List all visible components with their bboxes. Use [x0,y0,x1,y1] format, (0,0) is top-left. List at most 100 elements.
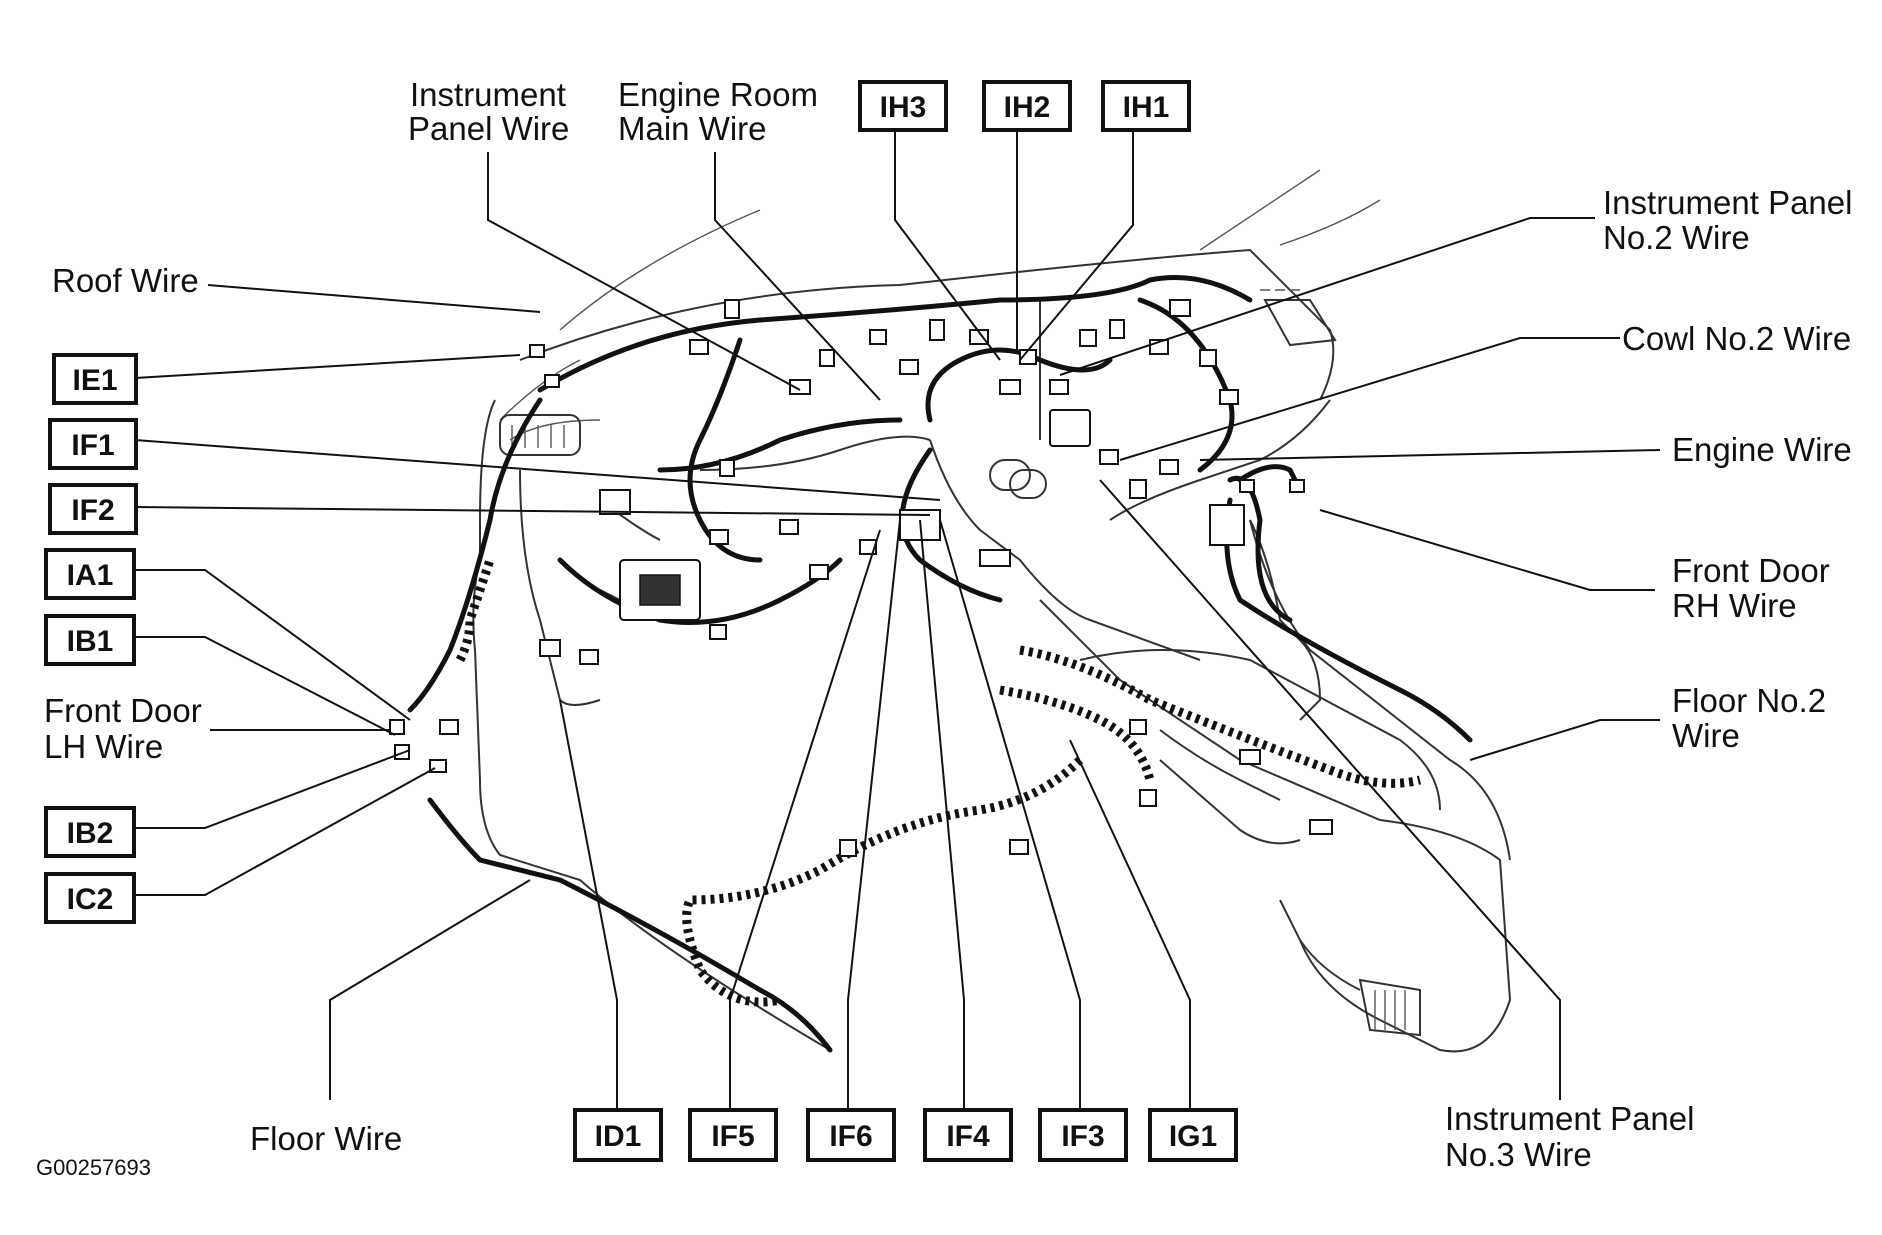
svg-text:ID1: ID1 [595,1120,642,1153]
harness-left-down [407,397,543,713]
connector [1129,719,1147,735]
svg-text:IF5: IF5 [711,1120,754,1153]
centre-knob-right [1009,469,1047,499]
connector-cluster [1209,504,1245,546]
connector [1079,329,1097,347]
code-ib1: IB1 [44,614,136,666]
leader-roof-wire [207,284,541,313]
figure-id: G00257693 [36,1155,151,1180]
svg-text:IF1: IF1 [71,429,114,462]
code-if2: IF2 [48,483,138,535]
leader-ic2 [135,767,436,896]
connector [869,329,887,345]
front-door-rh-harness [1224,497,1473,743]
connector [839,839,857,857]
engine-wire-label: Engine Wire [1672,431,1852,468]
connector [719,459,735,477]
connector [929,319,945,341]
code-ib2: IB2 [44,806,136,858]
connector [1309,819,1333,835]
roof-wire-label: Roof Wire [52,262,199,299]
centre-knob-left [989,459,1031,491]
leader-if5 [729,529,881,1110]
svg-text:IB2: IB2 [67,817,114,850]
harness-right-loop [1137,297,1235,473]
code-ic2: IC2 [44,872,136,924]
instrument-panel-wire-label: Instrument Panel Wire [408,76,575,147]
floor-no2-wire-label: Floor No.2 Wire [1672,682,1835,754]
code-if6: IF6 [806,1108,896,1162]
connector [1159,459,1179,475]
connector [529,344,545,358]
harness-centre-loop [925,347,1113,423]
front-door-rh-stub [1237,464,1303,493]
harness-lower-loop [557,557,843,625]
leader-cowl-no2-wire [1119,337,1620,461]
svg-text:IG1: IG1 [1169,1120,1217,1153]
connector [1219,389,1239,405]
code-ih2: IH2 [982,80,1072,132]
svg-text:IF3: IF3 [1061,1120,1104,1153]
leader-floor-no2-wire [1469,719,1660,761]
leader-lines [134,130,1661,1110]
harness-center-drop [687,337,763,563]
code-if1: IF1 [48,418,138,470]
connector [439,719,459,735]
leader-ib2 [135,749,411,829]
code-id1: ID1 [573,1108,663,1162]
leader-ie1 [134,354,521,379]
connector [579,649,599,665]
leader-id1 [559,699,618,1110]
svg-text:IH1: IH1 [1123,91,1170,124]
leader-ih1 [1019,130,1134,361]
floor-no2-tube [1019,645,1422,788]
front-door-rh-wire-label: Front Door RH Wire [1672,552,1839,624]
harness-dash-lower [657,417,903,473]
connector [1289,479,1305,493]
code-ia1: IA1 [44,548,136,600]
leader-if2 [134,506,931,516]
connector [724,299,740,319]
cowl-no2-wire-label: Cowl No.2 Wire [1622,320,1851,357]
floor-wire-harness [427,797,833,1053]
connector [709,529,729,545]
connector [999,379,1021,395]
harness-centre-lower [899,447,1003,603]
connector [1009,839,1029,855]
leader-floor-wire [329,879,531,1100]
main-harness-upper [537,275,1253,393]
console-tube [999,685,1155,782]
engine-room-main-wire-label: Engine Room Main Wire [618,76,827,147]
connector [1169,299,1191,317]
wire-labels: Instrument Panel Wire Engine Room Main W… [36,76,1852,1180]
leader-instrument-panel-wire [487,152,801,391]
left-door-tube [455,558,495,663]
fuse-grid [639,574,681,606]
leader-instrument-panel-no2-wire [1059,217,1595,376]
connector [1129,479,1147,499]
leader-ih3 [894,130,1001,361]
leader-if1 [134,439,941,501]
svg-text:IB1: IB1 [67,625,114,658]
connector [979,549,1011,567]
instrument-panel-no3-wire-label: Instrument Panel No.3 Wire [1445,1100,1704,1173]
connector [1199,349,1217,367]
code-ie1: IE1 [52,353,138,405]
leader-if4 [919,519,965,1110]
connector [819,349,835,367]
connector [389,719,405,735]
connector [809,564,829,580]
leader-instrument-panel-no3-wire [1099,479,1561,1100]
code-if4: IF4 [923,1108,1013,1162]
connector [689,339,709,355]
connector [1239,479,1255,493]
connector [539,639,561,657]
connector [779,519,799,535]
leader-if6 [847,519,901,1110]
code-ih1: IH1 [1101,80,1191,132]
left-vent [499,414,581,456]
connector [969,329,989,345]
leader-engine-wire [1199,449,1661,461]
leader-ig1 [1069,739,1191,1110]
